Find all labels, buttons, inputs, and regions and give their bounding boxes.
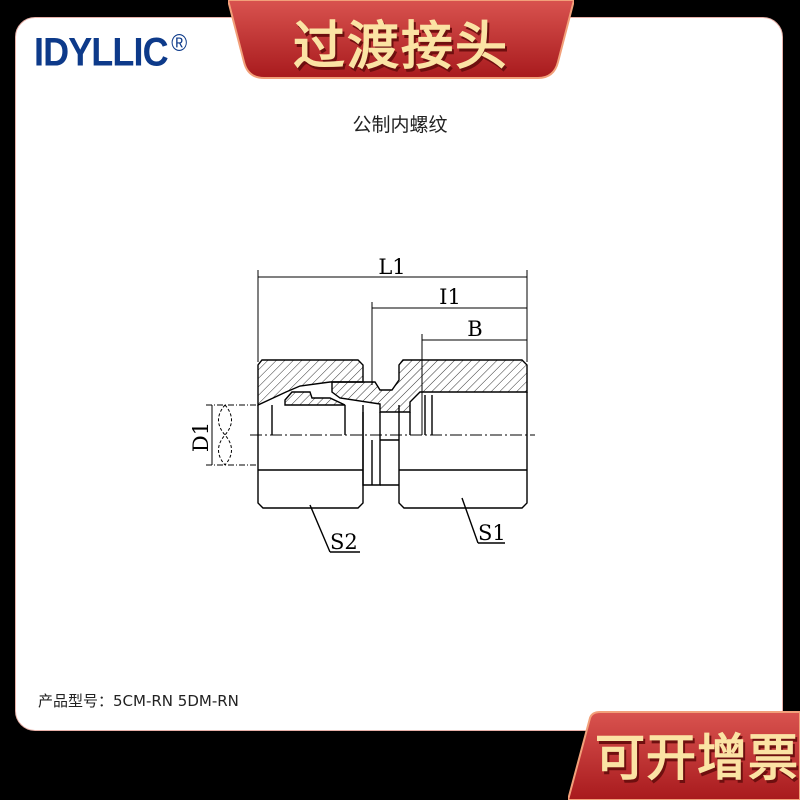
label-d1: D1 [189,422,213,452]
subtitle: 公制内螺纹 [352,114,448,136]
body-section [331,359,528,413]
badge-text: 可开增票 [595,729,799,787]
product-model: 产品型号：5CM-RN 5DM-RN [38,690,239,711]
brand-logo: IDYLLIC® [34,30,187,75]
model-label: 产品型号： [38,692,114,710]
title-banner [228,0,574,79]
registered-mark: ® [171,30,187,57]
logo-text: IDYLLIC [34,30,169,75]
nut-left-section [257,359,364,407]
label-l1: L1 [378,255,405,279]
model-value: 5CM-RN 5DM-RN [113,692,239,710]
label-s2: S2 [330,530,358,554]
label-s1: S1 [478,521,506,545]
invoice-badge [568,711,800,800]
label-b: B [467,317,482,341]
cutting-ring-section [284,391,346,406]
label-i1: I1 [439,285,461,309]
banner-title: 过渡接头 [292,17,509,77]
